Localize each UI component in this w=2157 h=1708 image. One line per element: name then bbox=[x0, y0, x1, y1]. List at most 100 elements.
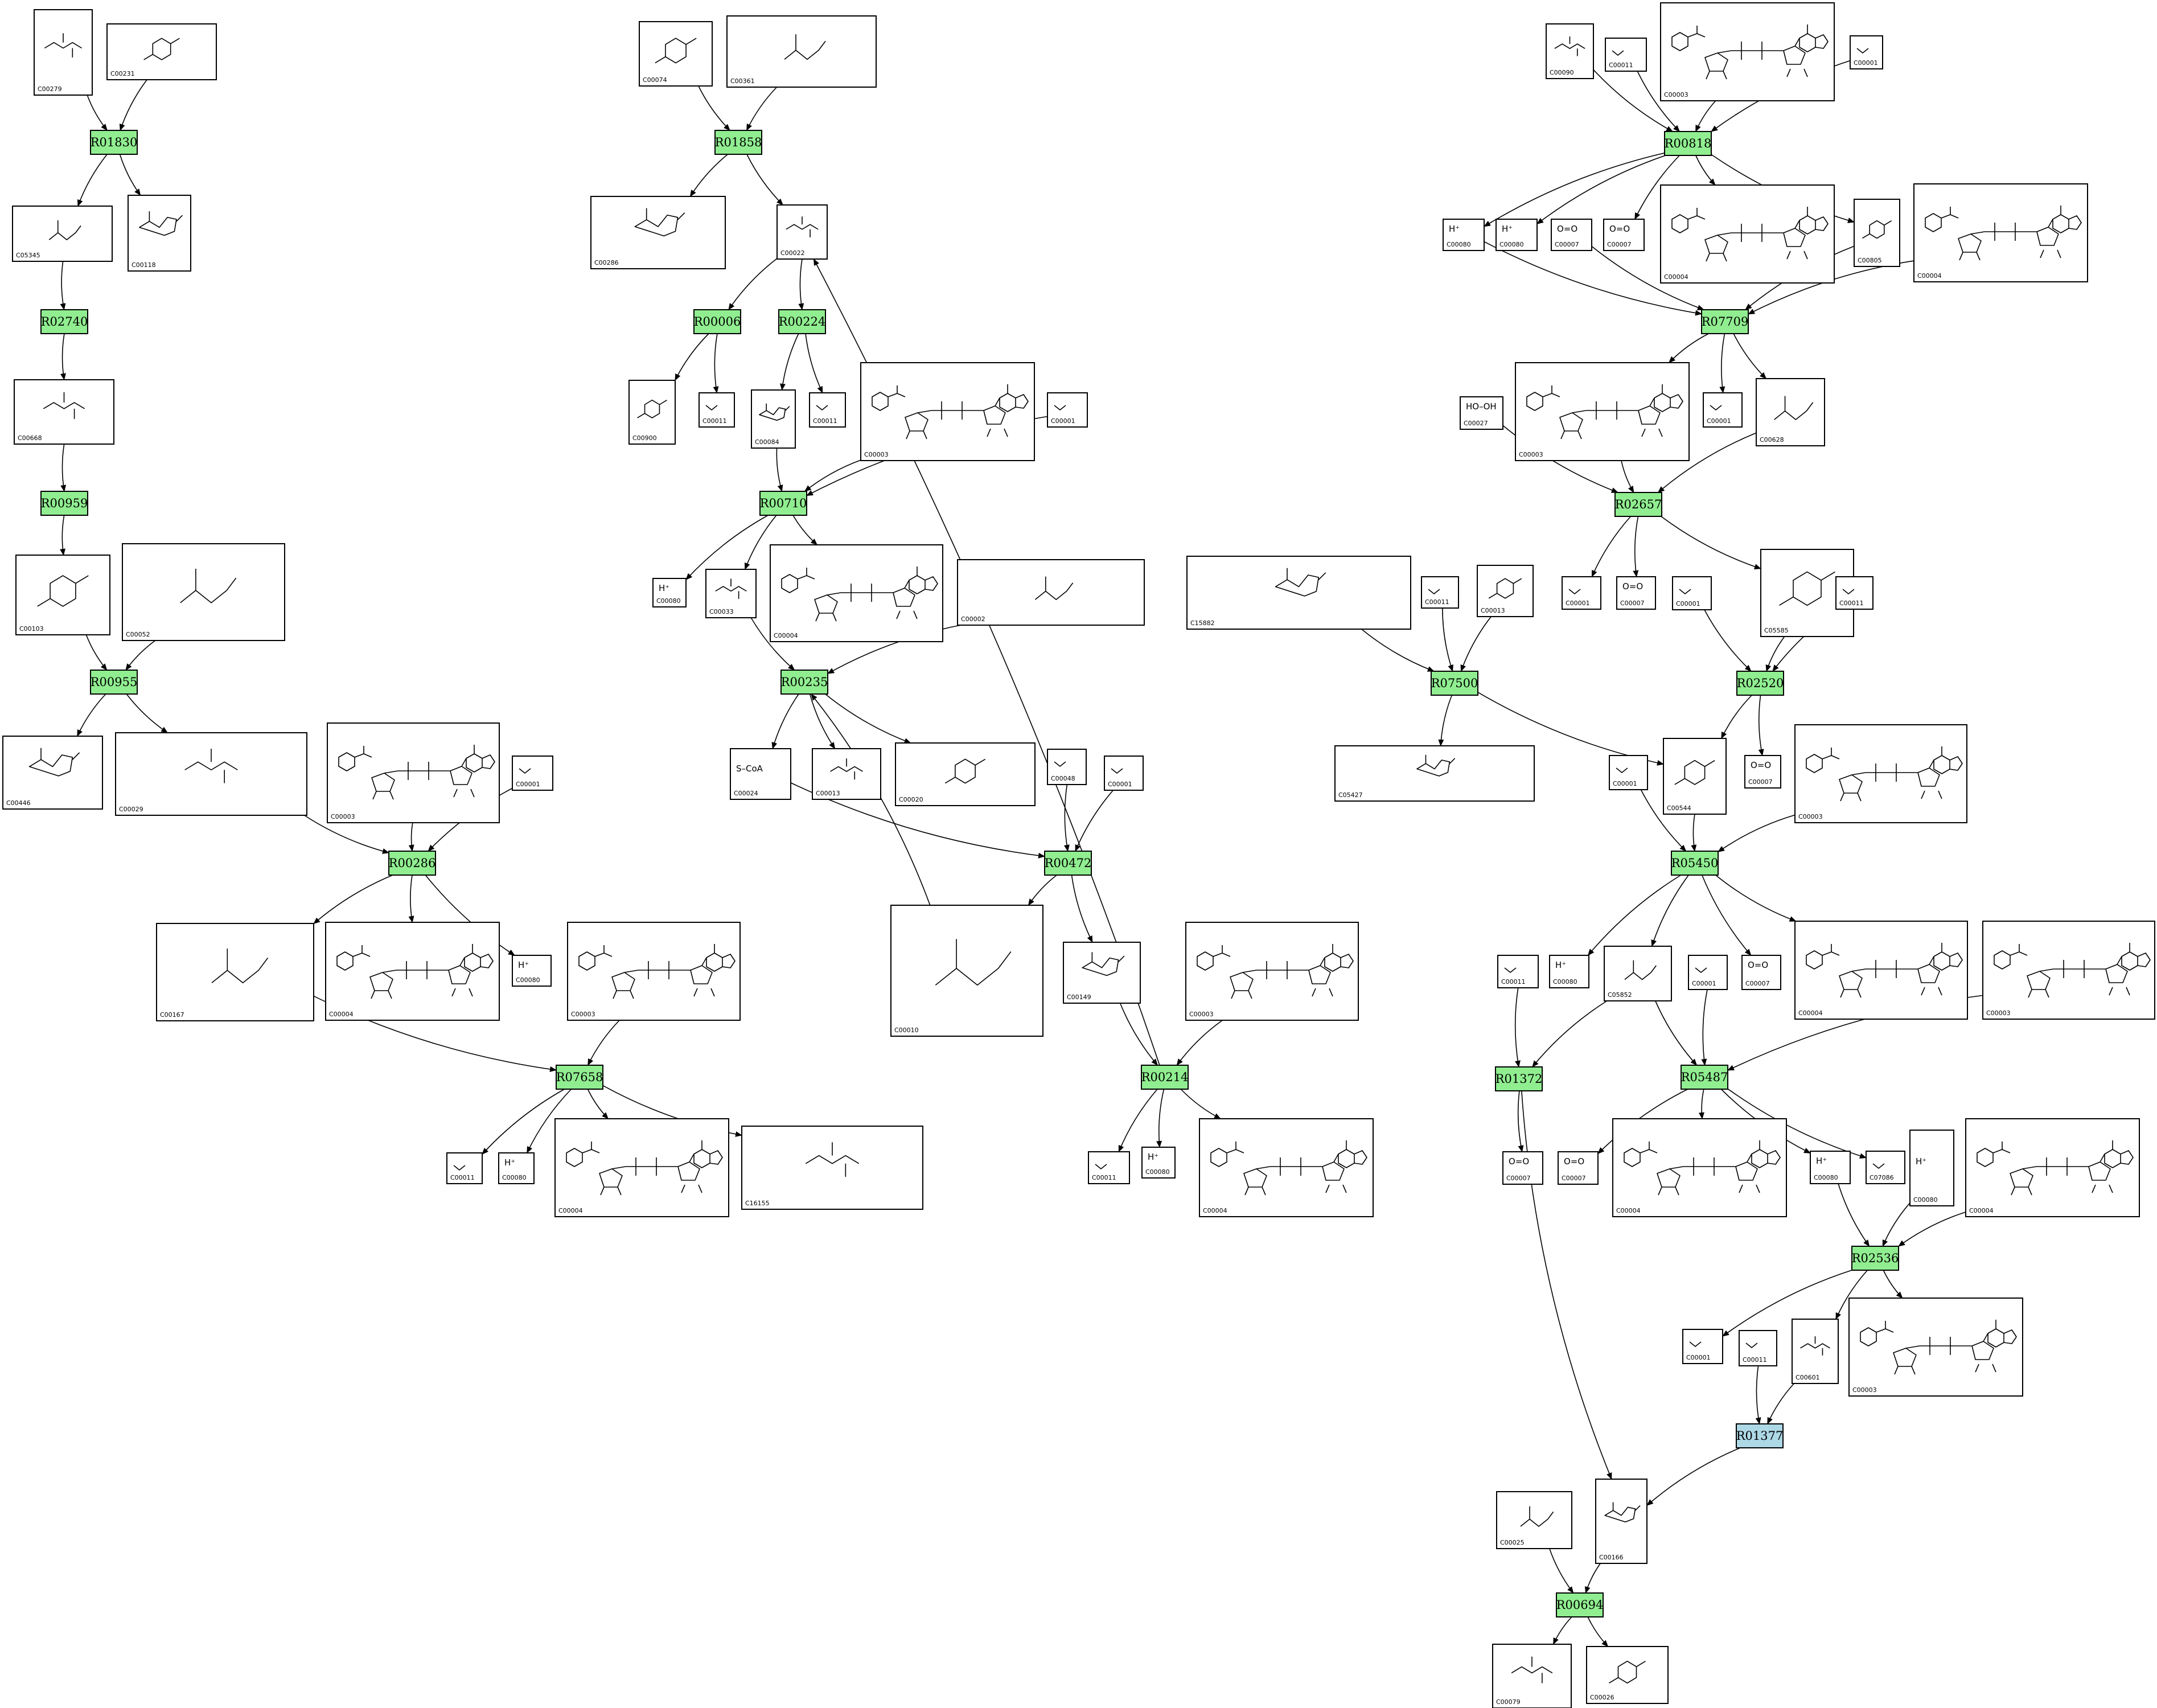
compound-node[interactable]: C00001 bbox=[1609, 755, 1648, 790]
compound-node[interactable]: H⁺C00080 bbox=[652, 578, 687, 607]
compound-node[interactable]: C00286 bbox=[590, 196, 726, 269]
compound-node[interactable]: C00001 bbox=[1703, 392, 1743, 428]
compound-node[interactable]: C00003 bbox=[1515, 362, 1690, 461]
compound-node[interactable]: C00001 bbox=[512, 756, 553, 791]
compound-node[interactable]: C00011 bbox=[1088, 1151, 1130, 1184]
reaction-node[interactable]: R07658 bbox=[556, 1065, 603, 1090]
compound-node[interactable]: H⁺C00080 bbox=[498, 1152, 535, 1184]
compound-node[interactable]: C00004 bbox=[1794, 921, 1968, 1020]
compound-node[interactable]: C00004 bbox=[1199, 1118, 1374, 1217]
reaction-node[interactable]: R07500 bbox=[1431, 671, 1478, 696]
compound-node[interactable]: C00601 bbox=[1792, 1319, 1839, 1384]
compound-node[interactable]: C00003 bbox=[1982, 921, 2155, 1020]
compound-node[interactable]: C00001 bbox=[1047, 392, 1088, 428]
compound-node[interactable]: H⁺C00080 bbox=[1141, 1147, 1176, 1179]
compound-node[interactable]: C00074 bbox=[639, 21, 713, 87]
compound-node[interactable]: C00003 bbox=[1848, 1298, 2023, 1397]
compound-node[interactable]: C00900 bbox=[628, 380, 676, 445]
reaction-node[interactable]: R05450 bbox=[1671, 851, 1719, 876]
compound-node[interactable]: H⁺C00080 bbox=[1810, 1151, 1851, 1184]
reaction-node[interactable]: R02520 bbox=[1736, 671, 1784, 696]
compound-node[interactable]: C00004 bbox=[325, 922, 500, 1021]
compound-node[interactable]: C00029 bbox=[115, 732, 307, 816]
compound-node[interactable]: C00022 bbox=[776, 204, 828, 260]
compound-node[interactable]: C00004 bbox=[1660, 184, 1835, 284]
compound-node[interactable]: C15882 bbox=[1186, 556, 1411, 630]
reaction-node[interactable]: R00214 bbox=[1141, 1065, 1189, 1090]
reaction-node[interactable]: R02740 bbox=[40, 309, 88, 334]
compound-node[interactable]: C00001 bbox=[1104, 756, 1144, 791]
compound-node[interactable]: H⁺C00080 bbox=[1443, 219, 1485, 251]
compound-node[interactable]: C00446 bbox=[2, 736, 103, 810]
compound-node[interactable]: C00001 bbox=[1562, 576, 1601, 610]
compound-node[interactable]: C00004 bbox=[554, 1118, 729, 1217]
compound-node[interactable]: C00020 bbox=[895, 742, 1036, 806]
compound-node[interactable]: C16155 bbox=[741, 1126, 923, 1210]
reaction-node[interactable]: R00955 bbox=[90, 670, 138, 695]
reaction-node[interactable]: R01830 bbox=[90, 130, 138, 155]
compound-node[interactable]: C00001 bbox=[1672, 576, 1712, 610]
compound-node[interactable]: C00011 bbox=[1739, 1330, 1777, 1366]
compound-node[interactable]: C05345 bbox=[12, 206, 113, 262]
compound-node[interactable]: H⁺C00080 bbox=[1495, 219, 1538, 251]
compound-node[interactable]: C00166 bbox=[1595, 1479, 1647, 1564]
compound-node[interactable]: C00026 bbox=[1586, 1646, 1669, 1704]
compound-node[interactable]: C00002 bbox=[957, 559, 1145, 626]
compound-node[interactable]: C00011 bbox=[699, 392, 735, 428]
compound-node[interactable]: C00004 bbox=[1612, 1118, 1787, 1217]
reaction-node[interactable]: R01377 bbox=[1736, 1423, 1784, 1448]
compound-node[interactable]: C00004 bbox=[1913, 183, 2088, 282]
compound-node[interactable]: C00118 bbox=[128, 195, 191, 272]
compound-node[interactable]: C00011 bbox=[1497, 955, 1539, 988]
compound-node[interactable]: C00279 bbox=[34, 9, 93, 96]
compound-node[interactable]: C00011 bbox=[1605, 38, 1647, 72]
reaction-node[interactable]: R02536 bbox=[1851, 1246, 1899, 1271]
compound-node[interactable]: C00544 bbox=[1663, 738, 1727, 815]
compound-node[interactable]: C00003 bbox=[1794, 724, 1967, 823]
compound-node[interactable]: C00103 bbox=[15, 555, 110, 635]
compound-node[interactable]: C00033 bbox=[705, 569, 757, 618]
compound-node[interactable]: C00052 bbox=[122, 543, 285, 641]
reaction-node[interactable]: R05487 bbox=[1681, 1065, 1728, 1090]
compound-node[interactable]: C00003 bbox=[860, 362, 1035, 461]
compound-node[interactable]: C00090 bbox=[1546, 23, 1594, 79]
compound-node[interactable]: C00003 bbox=[1185, 922, 1359, 1021]
reaction-node[interactable]: R00006 bbox=[693, 309, 741, 334]
compound-node[interactable]: C00361 bbox=[726, 15, 877, 88]
compound-node[interactable]: C00011 bbox=[1835, 576, 1873, 610]
compound-node[interactable]: C00011 bbox=[446, 1152, 483, 1184]
reaction-node[interactable]: R07709 bbox=[1701, 309, 1749, 334]
reaction-node[interactable]: R00286 bbox=[388, 851, 436, 876]
compound-node[interactable]: C00025 bbox=[1496, 1491, 1572, 1549]
reaction-node[interactable]: R00224 bbox=[778, 309, 826, 334]
reaction-node[interactable]: R00694 bbox=[1556, 1592, 1604, 1617]
reaction-node[interactable]: R00710 bbox=[759, 491, 807, 516]
compound-node[interactable]: C00231 bbox=[106, 23, 217, 80]
compound-node[interactable]: C00001 bbox=[1682, 1329, 1723, 1364]
compound-node[interactable]: C00004 bbox=[770, 544, 943, 642]
compound-node[interactable]: H⁺C00080 bbox=[1909, 1130, 1954, 1206]
reaction-node[interactable]: R01372 bbox=[1495, 1066, 1543, 1091]
compound-node[interactable]: C00628 bbox=[1756, 378, 1825, 446]
compound-node[interactable]: H⁺C00080 bbox=[512, 955, 552, 987]
compound-node[interactable]: C00084 bbox=[751, 389, 796, 449]
compound-node[interactable]: C00004 bbox=[1965, 1118, 2140, 1217]
compound-node[interactable]: C00167 bbox=[156, 923, 314, 1021]
compound-node[interactable]: C00048 bbox=[1047, 749, 1087, 785]
compound-node[interactable]: C00003 bbox=[1660, 2, 1835, 101]
compound-node[interactable]: C00003 bbox=[327, 722, 500, 823]
reaction-node[interactable]: R02657 bbox=[1614, 492, 1662, 517]
compound-node[interactable]: C00011 bbox=[1421, 576, 1459, 609]
compound-node[interactable]: C00805 bbox=[1854, 199, 1900, 267]
compound-node[interactable]: C07086 bbox=[1866, 1151, 1905, 1184]
compound-node[interactable]: C00011 bbox=[809, 392, 846, 428]
compound-node[interactable]: C00149 bbox=[1063, 942, 1141, 1004]
